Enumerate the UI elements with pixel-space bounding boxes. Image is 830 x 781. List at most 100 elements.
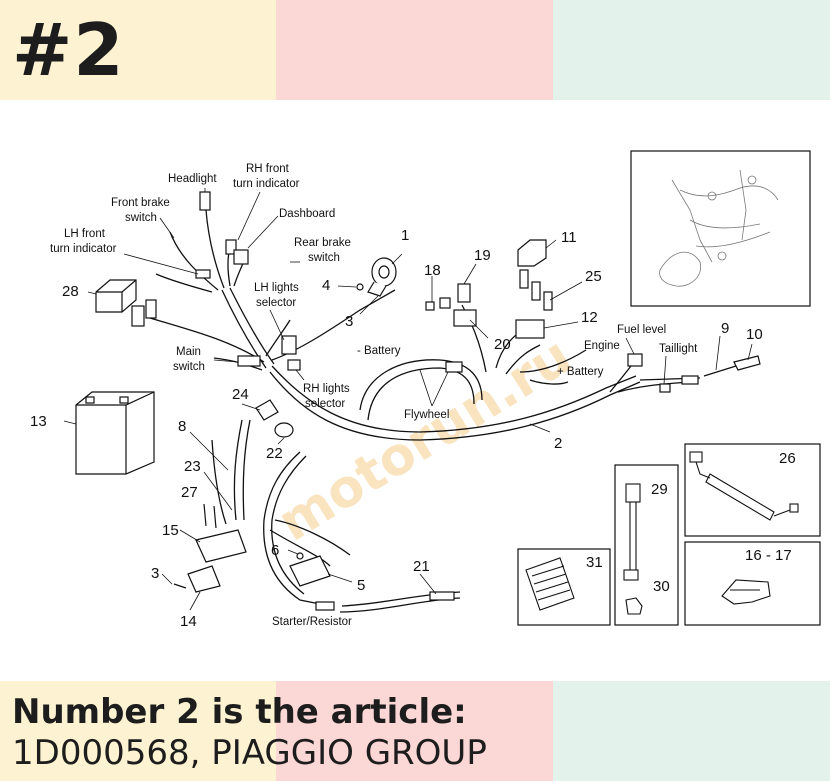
motorcycle-overview-sketch [659,169,779,287]
dashboard-connector [233,249,249,265]
connector-10 [733,355,761,371]
part-number-23: 23 [184,458,201,475]
leader-lines [63,188,753,611]
label-starter-resistor: Starter/Resistor [272,616,352,628]
label-front-brake-2: switch [125,212,157,224]
screw-6 [296,552,304,560]
part-numbers: 1 2 3 3 4 5 6 8 9 10 11 12 13 14 15 16 -… [30,227,796,630]
inset-31 [517,548,611,626]
part-number-15: 15 [162,522,179,539]
lh-lights-connector [281,335,297,355]
label-taillight: Taillight [659,343,698,355]
item-number-heading: #2 [12,8,125,92]
regulator-5 [289,555,331,587]
label-lh-front-2: turn indicator [50,243,117,255]
connector [145,299,157,319]
label-rh-front-2: turn indicator [233,178,300,190]
connector [681,375,699,385]
main-switch-connector [237,355,261,367]
label-lh-lights-1: LH lights [254,282,299,294]
label-main-switch-2: switch [173,361,205,373]
wire-9 [703,365,737,377]
part-number-30: 30 [653,578,670,595]
part-number-14: 14 [180,613,197,630]
label-main-switch-1: Main [176,346,201,358]
battery-negative-terminal [445,361,463,373]
label-battery-pos: + Battery [557,366,604,378]
part-number-22: 22 [266,445,283,462]
part-number-5: 5 [357,577,365,594]
part-number-16-17: 16 - 17 [745,547,792,564]
cable-21-end [429,591,455,601]
inset-16-17 [684,541,821,626]
cap-24 [255,399,279,421]
part-number-31: 31 [586,554,603,571]
cap-22 [274,422,294,438]
starter-resistor-connector [315,601,335,611]
label-rh-lights-2: selector [305,398,345,410]
starter-relay-15 [195,529,247,563]
part-number-19: 19 [474,247,491,264]
horn-1 [367,257,397,297]
label-dashboard: Dashboard [279,208,335,220]
sensor-26 [689,451,799,521]
battery-13 [75,391,155,475]
bolts-27 [173,503,217,589]
connector [195,269,211,279]
part-number-9: 9 [721,320,729,337]
part-number-6: 6 [271,542,279,559]
wiring-harness-diagram: motorun.ru [0,100,830,681]
label-lh-lights-2: selector [256,297,296,309]
regulator-31 [525,557,575,611]
part-number-11: 11 [561,229,577,246]
label-rh-front-1: RH front [246,163,290,175]
inset-29-30 [614,464,679,626]
fuse-box-12 [515,319,545,339]
fuse [519,269,529,289]
label-flywheel: Flywheel [404,409,449,421]
component-labels: Headlight RH front turn indicator Front … [50,163,698,628]
connector [131,305,145,327]
part-number-20: 20 [494,336,511,353]
top-color-band [0,0,830,100]
switch-29-30 [623,483,643,615]
part-number-10: 10 [746,326,763,343]
part-number-2: 2 [554,435,562,452]
fuse [543,291,553,311]
part-number-24: 24 [232,386,249,403]
part-number-3: 3 [151,565,159,582]
part-number-18: 18 [424,262,441,279]
clip-16-17 [721,579,771,605]
inset-26 [684,443,821,537]
label-rear-brake-2: switch [308,252,340,264]
fuel-level-connector [627,353,643,367]
label-headlight: Headlight [168,173,217,185]
headlight-connector [199,191,211,211]
label-rh-lights-1: RH lights [303,383,350,395]
part-number-21: 21 [413,558,430,575]
part-number-25: 25 [585,268,602,285]
connector [225,239,237,255]
fuse-18 [439,297,451,309]
fuse-holder-19 [457,283,471,303]
label-lh-front-1: LH front [64,228,106,240]
nut-4 [356,283,364,291]
label-front-brake-1: Front brake [111,197,170,209]
part-number-1: 1 [401,227,409,244]
rh-lights-connector [287,359,301,371]
fuse-18 [425,301,435,311]
part-number-3: 3 [345,313,353,330]
label-engine: Engine [584,340,620,352]
fuse [531,281,541,301]
bracket-14 [187,565,221,593]
part-number-8: 8 [178,418,186,435]
label-rear-brake-1: Rear brake [294,237,351,249]
bottom-color-band [0,681,830,781]
part-number-4: 4 [322,277,330,294]
fuse-holder-20 [453,309,477,327]
part-number-28: 28 [62,283,79,300]
part-number-12: 12 [581,309,598,326]
part-number-13: 13 [30,413,47,430]
label-battery-neg: - Battery [357,345,401,357]
overview-inset [630,150,811,307]
